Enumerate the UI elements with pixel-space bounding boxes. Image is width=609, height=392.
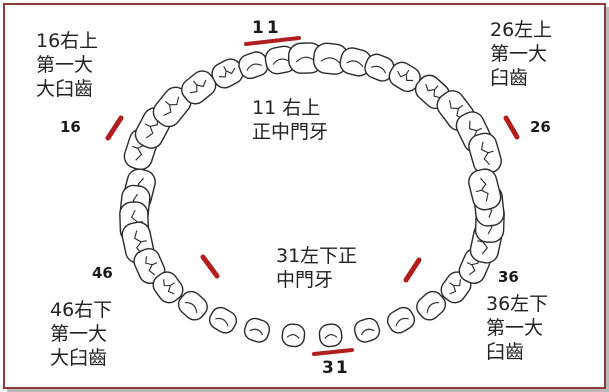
tooth xyxy=(318,323,343,348)
label-line: 臼齒 xyxy=(490,67,529,89)
label-upper-left-first-molar: 26左上 第一大 臼齒 xyxy=(490,18,552,90)
label-line: 第一大 xyxy=(486,317,544,339)
label-line: 大臼齒 xyxy=(50,347,108,369)
label-line: 46右下 xyxy=(50,299,113,321)
tooth-number-31: 31 xyxy=(322,358,350,378)
label-upper-right-first-molar: 16右上 第一大 大臼齒 xyxy=(36,29,98,101)
label-upper-central-incisor: 11 右上 正中門牙 xyxy=(252,96,328,144)
frame-shadow-right xyxy=(604,7,609,392)
tooth-number-16: 16 xyxy=(60,118,81,136)
label-line: 第一大 xyxy=(490,43,548,65)
upper-arch xyxy=(123,42,502,175)
tooth xyxy=(353,317,381,343)
marker-26 xyxy=(503,115,520,140)
tooth xyxy=(386,306,416,334)
molar-tooth xyxy=(468,168,502,211)
tooth-number-46: 46 xyxy=(92,264,113,282)
frame-shadow xyxy=(7,387,608,392)
tooth-number-11: 11 xyxy=(252,18,282,38)
marker-36 xyxy=(403,257,422,283)
tooth xyxy=(281,323,306,348)
tooth-markers xyxy=(105,36,520,356)
label-line: 第一大 xyxy=(50,323,108,345)
lower-arch xyxy=(119,168,505,348)
marker-46 xyxy=(200,254,220,279)
tooth-number-36: 36 xyxy=(498,268,519,286)
molar-tooth xyxy=(181,70,217,105)
marker-11 xyxy=(244,36,301,46)
label-line: 大臼齒 xyxy=(36,78,94,100)
label-lower-central-incisor: 31左下正 中門牙 xyxy=(276,244,357,292)
tooth xyxy=(312,42,349,75)
label-line: 臼齒 xyxy=(486,341,525,363)
label-line: 11 右上 xyxy=(252,97,321,119)
marker-16 xyxy=(105,115,124,141)
label-lower-right-first-molar: 46右下 第一大 大臼齒 xyxy=(50,298,112,370)
tooth xyxy=(416,290,447,321)
label-line: 31左下正 xyxy=(276,245,358,267)
label-line: 26左上 xyxy=(490,19,553,41)
molar-tooth xyxy=(468,132,502,175)
tooth-number-26: 26 xyxy=(530,118,551,136)
label-line: 16右上 xyxy=(36,30,99,52)
molar-tooth xyxy=(152,271,184,304)
molar-tooth xyxy=(152,86,192,128)
tooth xyxy=(177,290,208,321)
tooth xyxy=(208,306,238,334)
label-line: 中門牙 xyxy=(276,269,334,291)
tooth xyxy=(243,317,271,343)
label-line: 第一大 xyxy=(36,54,94,76)
marker-31 xyxy=(312,348,354,356)
label-line: 正中門牙 xyxy=(252,121,329,143)
label-line: 36左下 xyxy=(486,293,549,315)
label-lower-left-first-molar: 36左下 第一大 臼齒 xyxy=(486,292,548,364)
